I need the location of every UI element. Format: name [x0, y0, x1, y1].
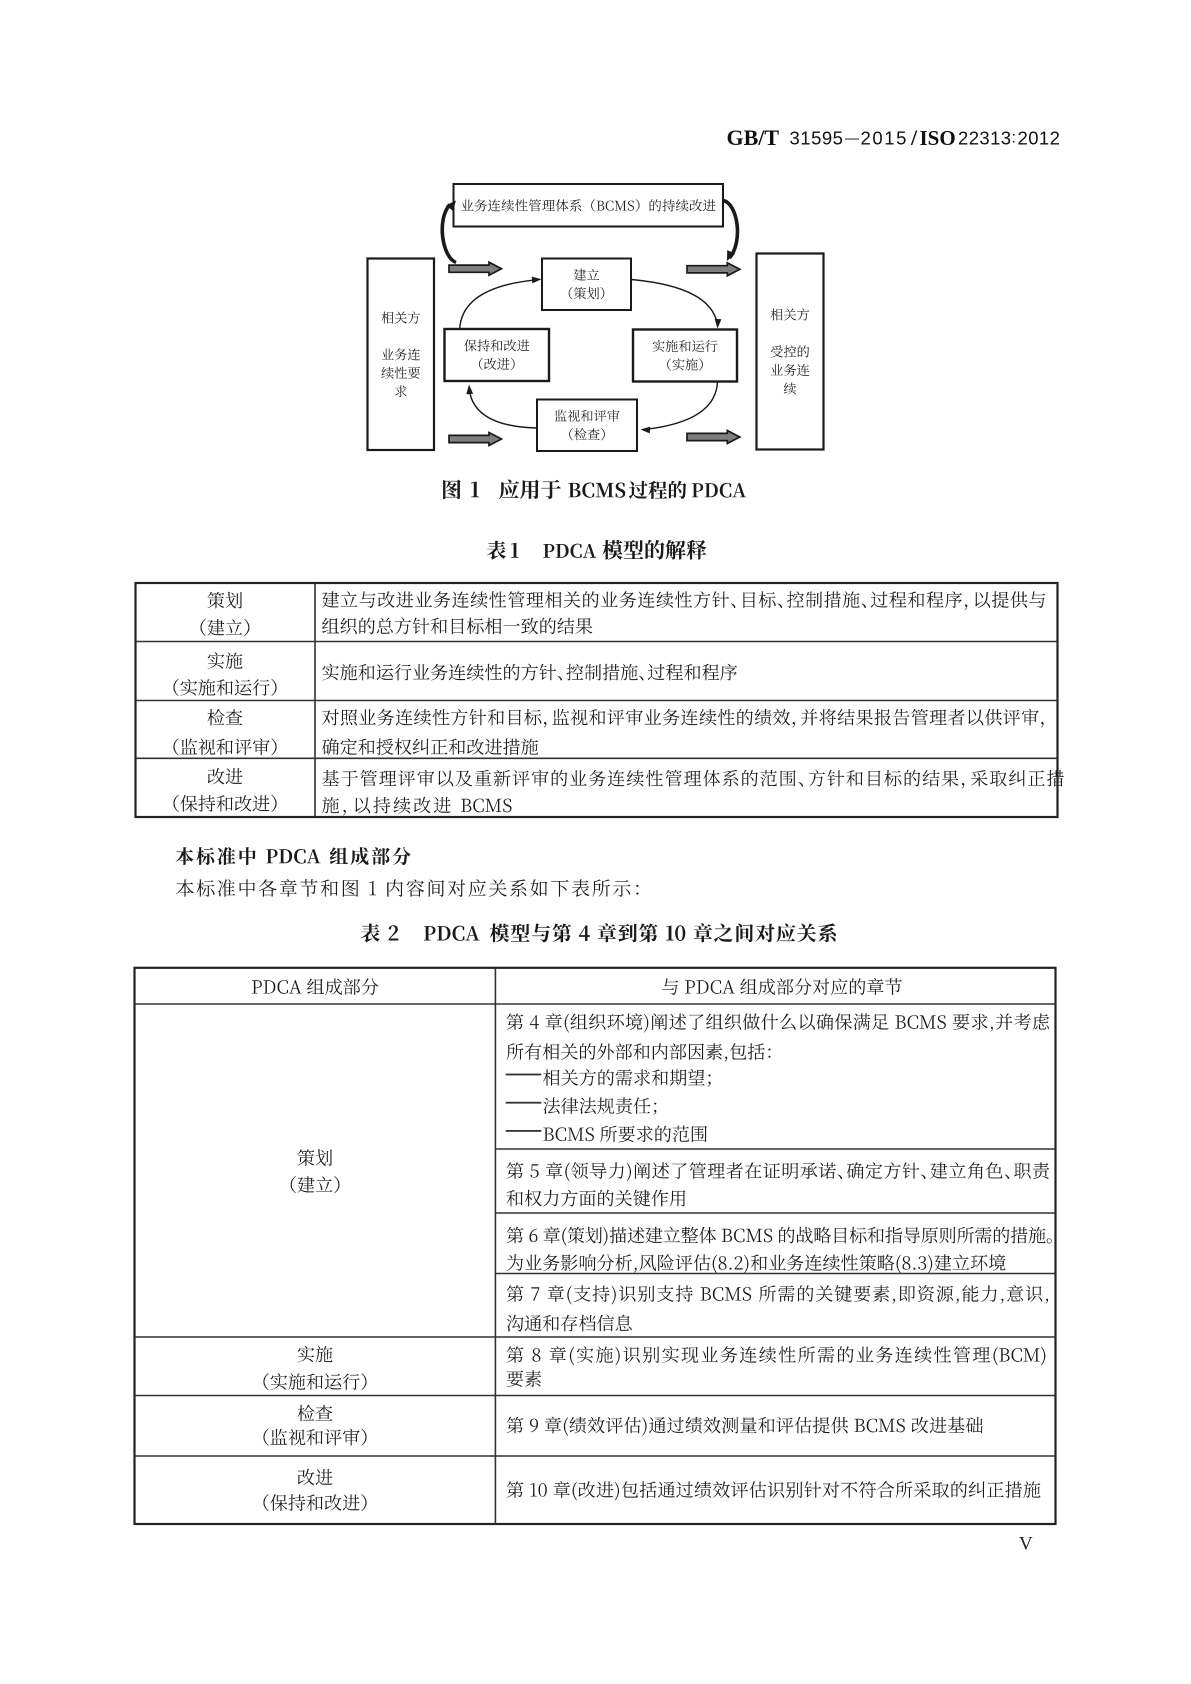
svg-text:/: / [910, 125, 918, 150]
svg-text::: : [1012, 130, 1016, 147]
svg-text:V: V [1019, 1534, 1033, 1555]
svg-text:ISO: ISO [920, 126, 956, 150]
svg-text:2012: 2012 [1018, 128, 1061, 149]
svg-text:—: — [845, 129, 859, 145]
svg-text:2015: 2015 [861, 128, 909, 149]
svg-text:31595: 31595 [790, 128, 844, 149]
svg-text:GB/T: GB/T [727, 125, 780, 150]
svg-text:22313: 22313 [958, 128, 1011, 149]
